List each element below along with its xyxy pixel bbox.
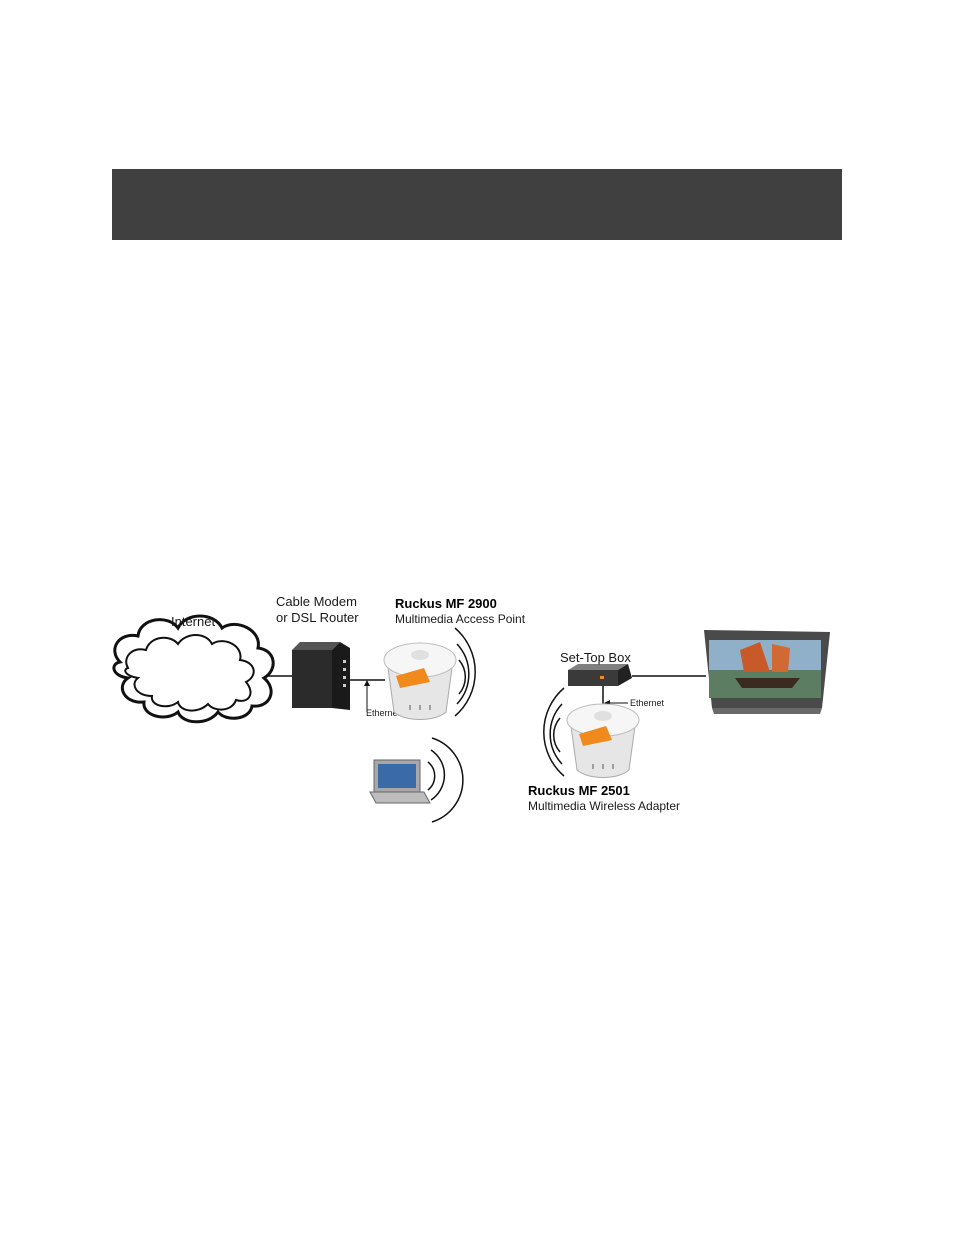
internet-cloud-icon xyxy=(112,614,275,724)
ethernet-label-right: Ethernet xyxy=(630,698,665,708)
adapter-name: Ruckus MF 2501 xyxy=(528,783,630,798)
ap-desc: Multimedia Access Point xyxy=(395,612,526,626)
access-point-icon xyxy=(383,642,457,720)
laptop-icon xyxy=(369,759,431,804)
ethernet-arrowhead-left xyxy=(364,680,370,686)
television-icon xyxy=(704,630,830,714)
cable-modem-icon xyxy=(292,642,350,710)
modem-label-line2: or DSL Router xyxy=(276,610,359,625)
laptop-signal-waves-icon xyxy=(427,737,464,823)
stb-label: Set-Top Box xyxy=(560,650,631,665)
adapter-signal-waves-icon xyxy=(543,687,565,777)
set-top-box-icon xyxy=(568,664,632,686)
modem-label-line1: Cable Modem xyxy=(276,594,357,609)
ap-signal-waves-icon xyxy=(454,627,476,717)
ap-name: Ruckus MF 2900 xyxy=(395,596,497,611)
header-bar xyxy=(112,169,842,240)
ethernet-label-left: Ethernet xyxy=(366,708,401,718)
internet-label: Internet xyxy=(171,614,215,629)
adapter-desc: Multimedia Wireless Adapter xyxy=(528,799,680,813)
wireless-adapter-icon xyxy=(566,703,640,778)
